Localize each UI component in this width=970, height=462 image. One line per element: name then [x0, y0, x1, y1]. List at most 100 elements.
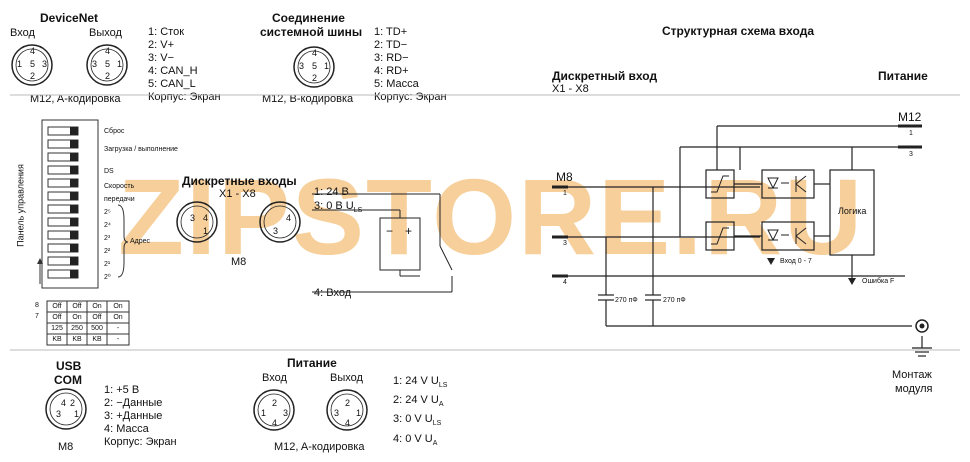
di-pin1-label: 1: 24 В — [314, 186, 349, 198]
bus-pin: 4 — [312, 48, 318, 58]
devicenet-title: DeviceNet — [40, 11, 99, 25]
devicenet-out-pin: 3 — [92, 59, 98, 69]
baud-cell: On — [113, 314, 123, 321]
usb-pin: 2 — [70, 398, 76, 408]
baud-row-label: 8 — [35, 302, 39, 309]
logic-label: Логика — [838, 206, 867, 216]
power-out-pin: 3 — [334, 408, 340, 418]
baud-cell: 125 — [51, 325, 63, 332]
pin-item: 3: V− — [148, 52, 174, 64]
baud-cell: 250 — [71, 325, 83, 332]
power-pin-list: 1: 24 V ULS 2: 24 V UA 3: 0 V ULS 4: 0 V… — [393, 374, 447, 451]
bus-pin: 1 — [324, 61, 330, 71]
label-pow: 2³ — [104, 235, 111, 242]
structure-power-title: Питание — [878, 69, 928, 83]
pin-item: 4: Масса — [104, 423, 149, 435]
di-wiring — [312, 193, 453, 293]
pin-item: 4: RD+ — [374, 65, 409, 77]
baud-table-grid — [46, 300, 130, 346]
usb-pin: 4 — [61, 398, 67, 408]
di-pin: 1 — [203, 226, 209, 236]
power-out-connector — [326, 389, 368, 431]
pin-item: 1: +5 В — [104, 384, 140, 396]
devicenet-pin-list: 1: Сток 2: V+ 3: V− 4: CAN_H 5: CAN_L Ко… — [148, 26, 221, 104]
pin-item: Корпус: Экран — [374, 91, 447, 103]
pin-main: 2: 24 V U — [393, 394, 439, 407]
devicenet-in-connector — [11, 44, 53, 86]
led-error-label: Ошибка F — [862, 278, 895, 285]
pin-item: 2: TD− — [374, 39, 408, 51]
devicenet-out-pin: 4 — [105, 46, 111, 56]
structure-schematic — [552, 124, 932, 357]
mount-label-2: модуля — [895, 383, 933, 395]
bus-pin: 2 — [312, 73, 318, 83]
pin-item: 4: CAN_H — [148, 65, 198, 77]
bus-title-2: системной шины — [260, 25, 363, 39]
power-in-pin: 4 — [272, 418, 278, 428]
label-address: Адрес — [130, 238, 151, 245]
devicenet-in-label: Вход — [10, 27, 35, 39]
label-pow: 2⁰ — [104, 274, 111, 281]
label-pow: 2² — [104, 248, 111, 255]
label-reset: Сброс — [104, 128, 125, 135]
label-speed-2: передачи — [104, 196, 135, 203]
di-connector-1 — [176, 201, 218, 243]
baud-cell: 500 — [91, 325, 103, 332]
error-led-icon — [848, 278, 856, 285]
devicenet-out-pin: 1 — [117, 59, 123, 69]
pin-item: 2: 24 V UA — [393, 393, 447, 412]
di-pin4-label: 4: Вход — [314, 287, 352, 299]
label-ds: DS — [104, 168, 114, 175]
di-title: Дискретные входы — [182, 174, 297, 188]
di-pin-2: 3 — [273, 226, 279, 236]
dip-switches — [47, 126, 79, 279]
pin-item: 5: CAN_L — [148, 78, 196, 90]
baud-cell: - — [116, 336, 120, 343]
power-title: Питание — [287, 356, 337, 370]
di-caption: M8 — [231, 256, 247, 268]
structure-di-title: Дискретный вход — [552, 69, 658, 83]
structure-power-pin: 3 — [909, 151, 913, 158]
baud-cell: Off — [52, 303, 62, 310]
pin-item: 1: 24 V ULS — [393, 374, 447, 393]
usb-title-2: COM — [54, 373, 82, 387]
power-out-pin: 2 — [345, 398, 351, 408]
structure-title: Структурная схема входа — [662, 24, 815, 38]
usb-pin-list: 1: +5 В 2: −Данные 3: +Данные 4: Масса К… — [104, 384, 177, 449]
power-out-label: Выход — [330, 372, 363, 384]
baud-row-label: 7 — [35, 313, 39, 320]
power-in-connector — [253, 389, 295, 431]
usb-pin: 3 — [56, 409, 62, 419]
led-input-label: Вход 0 - 7 — [780, 258, 812, 265]
mount-label-1: Монтаж — [892, 369, 932, 381]
di-pin3-label: 3: 0 В ULS — [314, 200, 362, 217]
pin-item: 1: Сток — [148, 26, 185, 38]
pin-item: Корпус: Экран — [148, 91, 221, 103]
cap-label: 270 пФ — [615, 297, 638, 304]
devicenet-in-pin: 5 — [30, 59, 36, 69]
di-pin: 3 — [190, 213, 196, 223]
power-in-label: Вход — [262, 372, 287, 384]
baud-cell: On — [92, 303, 102, 310]
di-connector-2 — [259, 201, 301, 243]
bus-title-1: Соединение — [272, 11, 345, 25]
baud-cell: - — [116, 325, 120, 332]
label-pow: 2¹ — [104, 261, 111, 268]
bus-connector — [293, 46, 335, 88]
pin-sub: A — [432, 439, 438, 447]
label-load: Загрузка / выполнение — [104, 146, 178, 153]
devicenet-out-pin: 2 — [105, 71, 111, 81]
power-in-pin: 2 — [272, 398, 278, 408]
devicenet-in-pin: 3 — [42, 59, 48, 69]
pin-item: 3: RD− — [374, 52, 409, 64]
di-pin3-sub: LS — [353, 207, 363, 215]
structure-pin-label: 1 — [563, 190, 567, 197]
power-in-pin: 3 — [283, 408, 289, 418]
baud-cell: On — [113, 303, 123, 310]
label-pow: 2⁴ — [104, 222, 111, 229]
address-bracket — [117, 204, 129, 278]
usb-title-1: USB — [56, 359, 82, 373]
baud-cell: KB — [92, 336, 102, 343]
usb-pin: 1 — [74, 409, 80, 419]
